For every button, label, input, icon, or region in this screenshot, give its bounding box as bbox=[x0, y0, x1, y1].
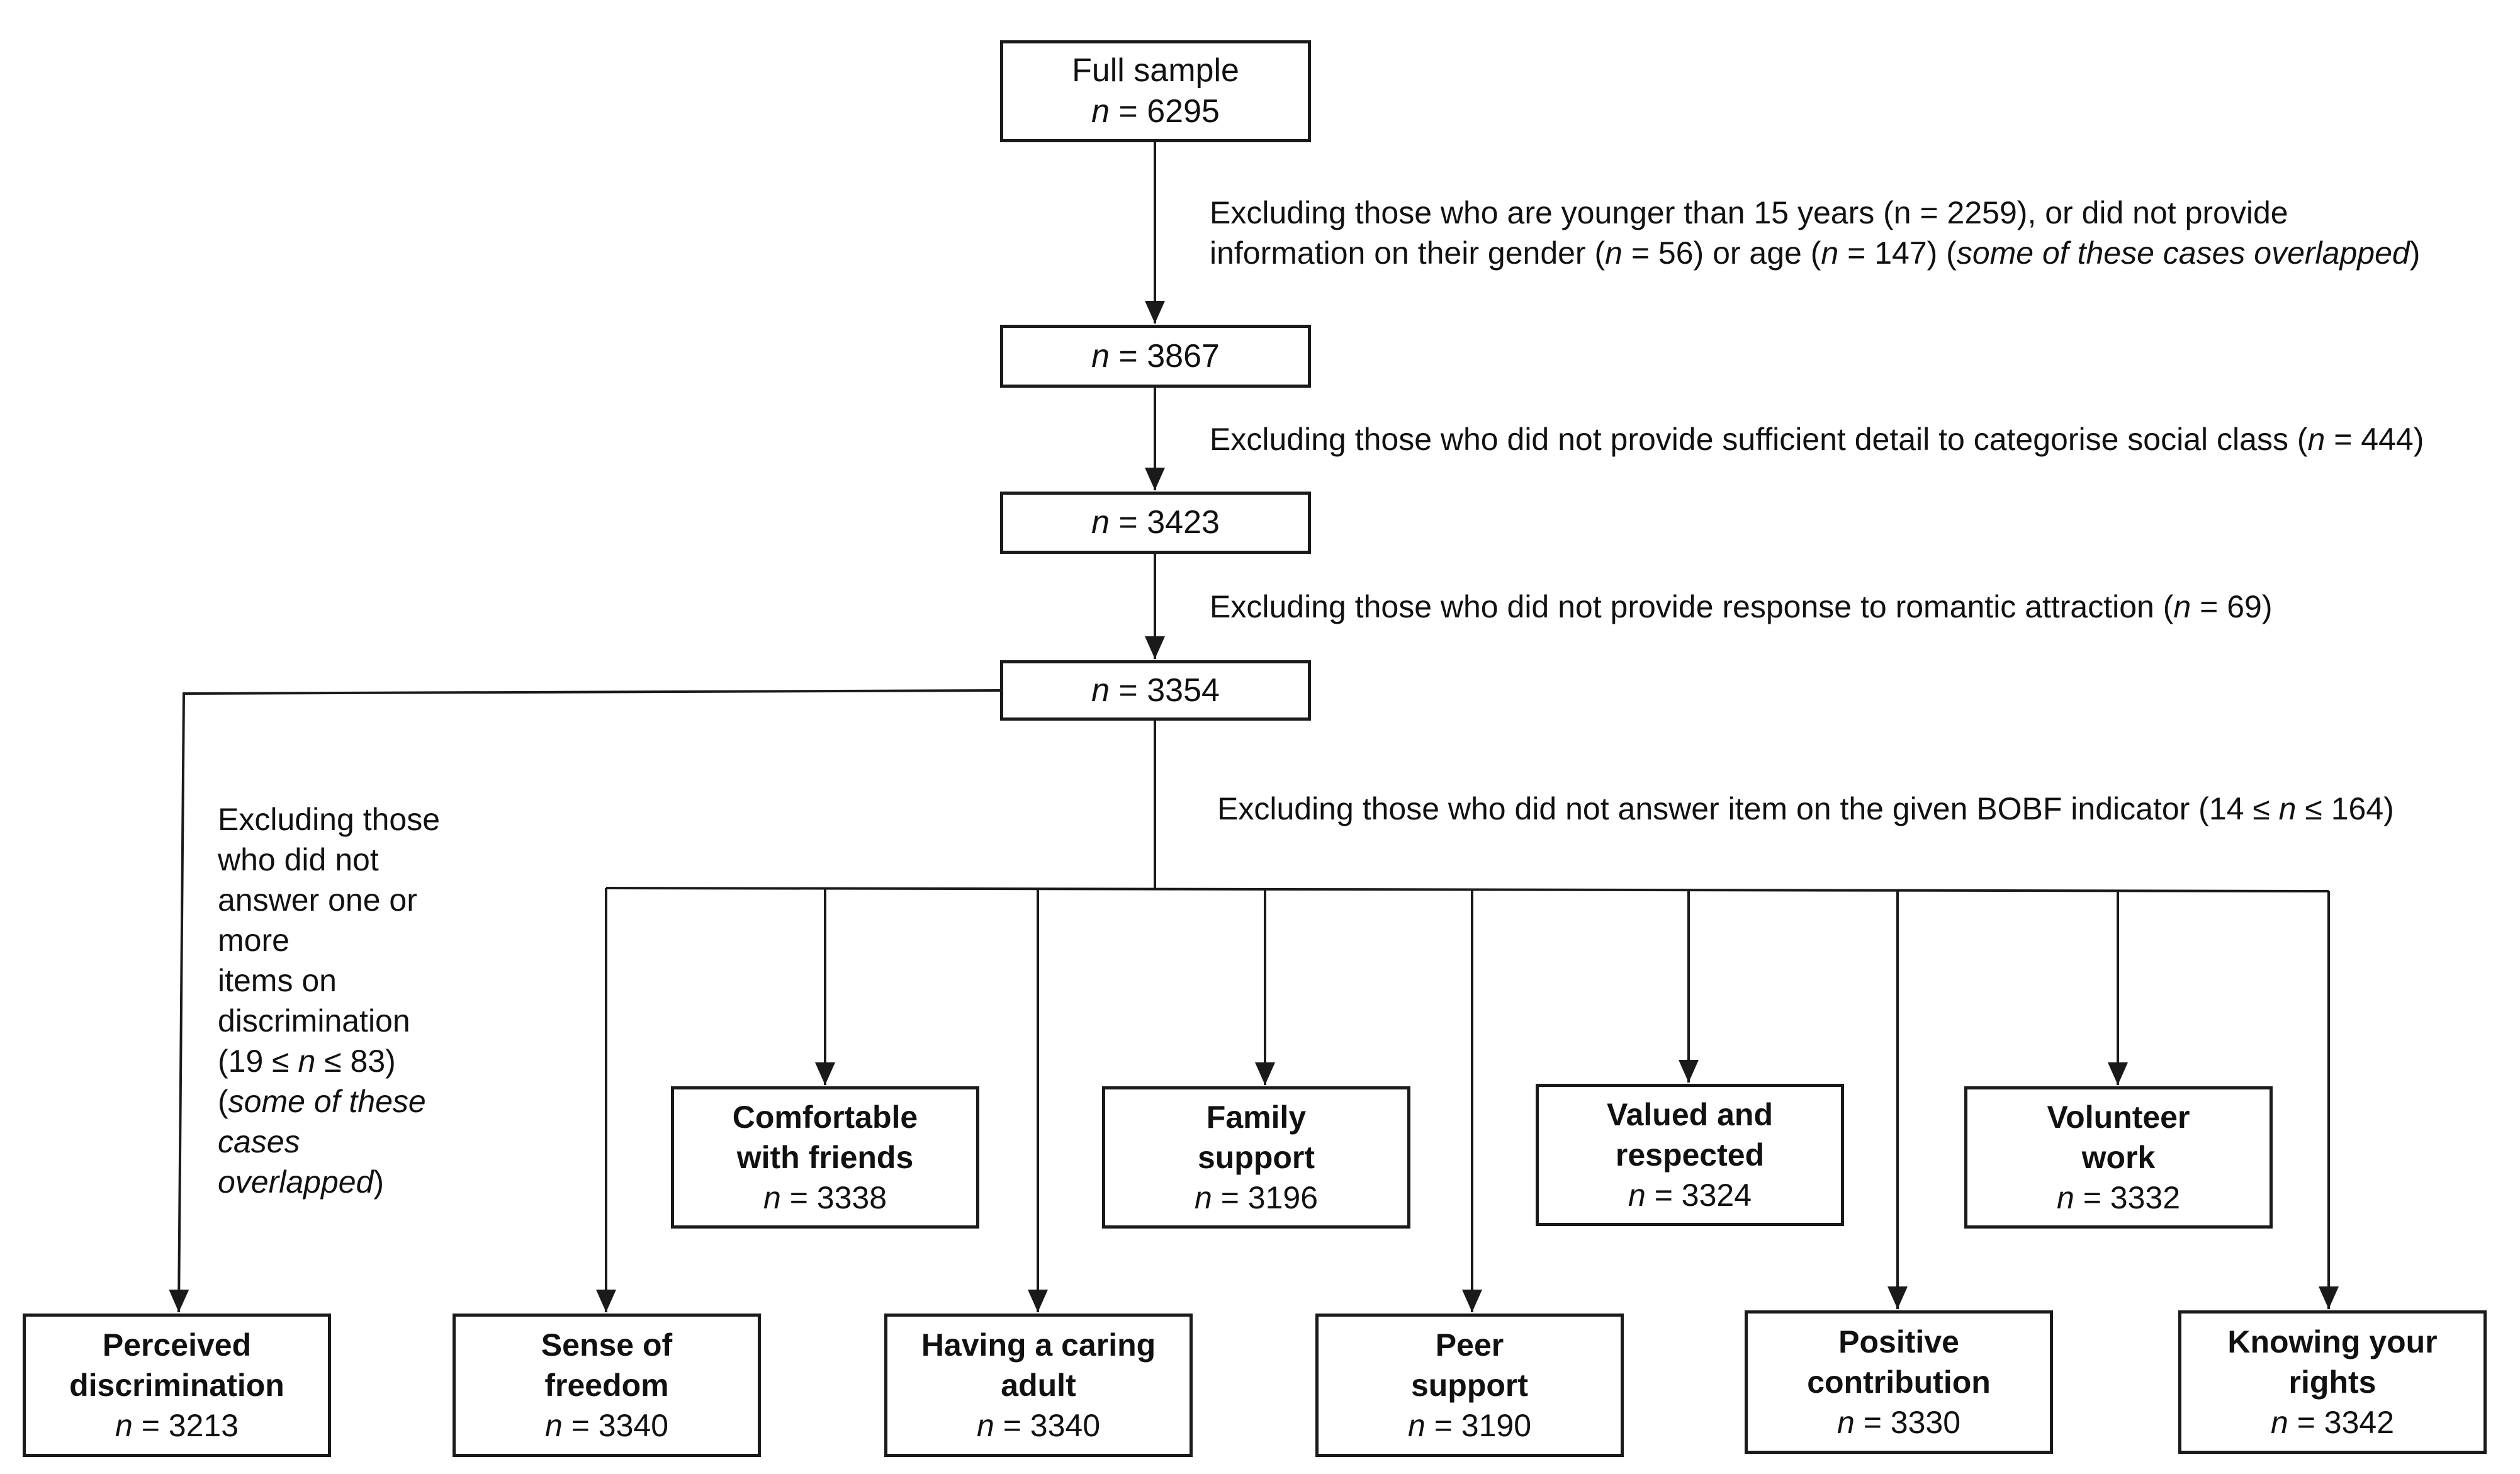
box-n-3423-value: n = 3423 bbox=[1091, 504, 1220, 541]
box-full-sample-n: n = 6295 bbox=[1091, 93, 1220, 130]
note-romantic-attraction: Excluding those who did not provide resp… bbox=[1210, 589, 2273, 624]
box-perceived-discrimination: Perceived discrimination n = 3213 bbox=[23, 1314, 331, 1457]
box-n-3354: n = 3354 bbox=[1000, 660, 1311, 721]
note-age-gender: Excluding those who are younger than 15 … bbox=[1210, 195, 2421, 271]
box-knowing-your-rights: Knowing your rights n = 3342 bbox=[2178, 1310, 2487, 1454]
note-discrimination: Excluding those who did not answer one o… bbox=[218, 802, 441, 1200]
box-n-3867: n = 3867 bbox=[1000, 325, 1311, 388]
box-n-3354-value: n = 3354 bbox=[1091, 672, 1220, 709]
note-social-class: Excluding those who did not provide suff… bbox=[1210, 422, 2424, 457]
box-having-a-caring-adult: Having a caring adult n = 3340 bbox=[884, 1314, 1193, 1457]
box-positive-contribution: Positive contribution n = 3330 bbox=[1745, 1310, 2053, 1454]
note-bobf-indicator: Excluding those who did not answer item … bbox=[1217, 791, 2394, 826]
box-family-support: Family support n = 3196 bbox=[1102, 1086, 1410, 1229]
bobf-horizontal-bar bbox=[605, 887, 2329, 892]
box-full-sample: Full sample n = 6295 bbox=[1000, 40, 1311, 142]
box-peer-support: Peer support n = 3190 bbox=[1315, 1314, 1624, 1457]
box-n-3867-value: n = 3867 bbox=[1091, 337, 1220, 374]
box-volunteer-work: Volunteer work n = 3332 bbox=[1964, 1086, 2273, 1229]
box-sense-of-freedom: Sense of freedom n = 3340 bbox=[453, 1314, 761, 1457]
box-valued-and-respected: Valued and respected n = 3324 bbox=[1536, 1084, 1844, 1226]
box-full-sample-label: Full sample bbox=[1072, 52, 1239, 89]
box-comfortable-with-friends: Comfortable with friends n = 3338 bbox=[671, 1086, 979, 1229]
box-n-3423: n = 3423 bbox=[1000, 492, 1311, 554]
arrow-to-perceived-discrimination bbox=[169, 689, 1001, 1313]
